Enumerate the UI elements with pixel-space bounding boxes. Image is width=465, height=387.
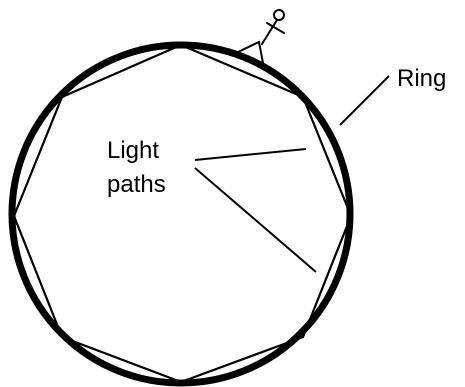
ring-label: Ring: [397, 65, 446, 92]
light-paths-leader-line-upper: [195, 149, 306, 160]
ring-leader-line: [340, 76, 389, 125]
light-paths-label-line2: paths: [107, 171, 166, 198]
light-paths-label-line1: Light: [107, 137, 159, 164]
ring-circle: [12, 45, 350, 383]
light-paths-leader-line-lower: [195, 168, 316, 272]
